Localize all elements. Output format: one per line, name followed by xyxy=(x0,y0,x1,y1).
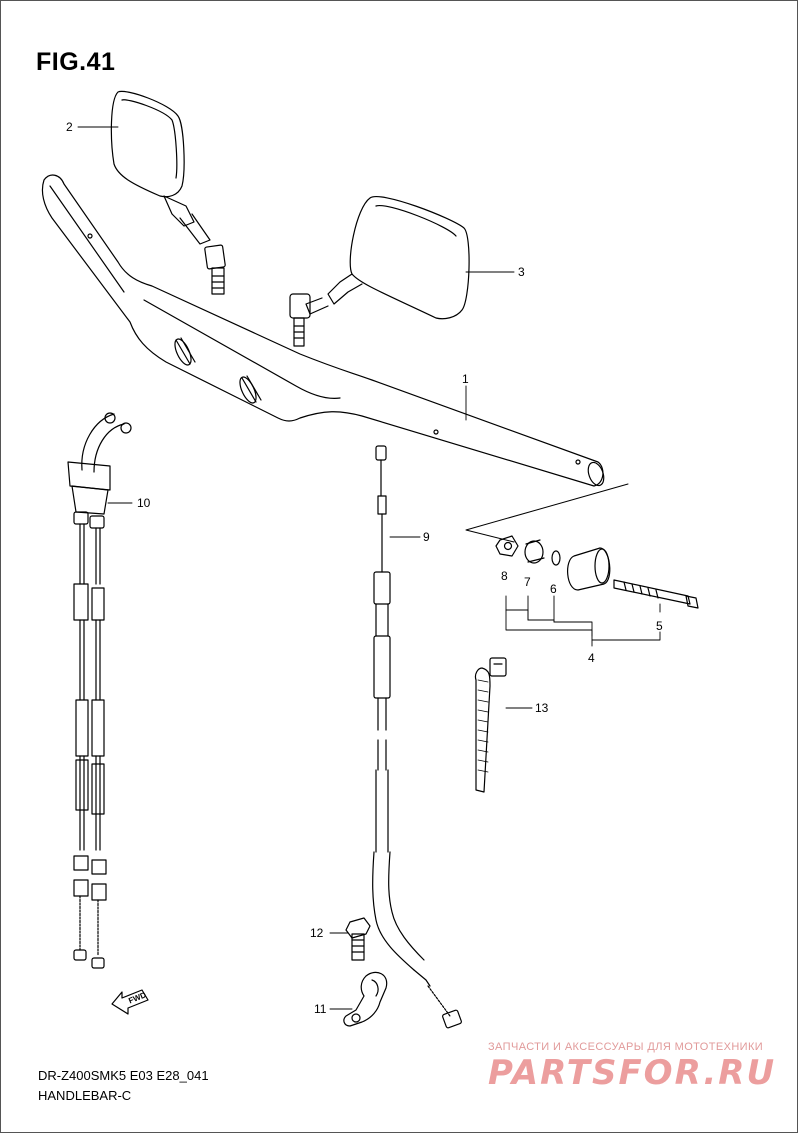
callout-13: 13 xyxy=(535,701,549,715)
callout-11: 11 xyxy=(314,1002,327,1016)
callout-1: 1 xyxy=(462,372,469,386)
model-code: DR-Z400SMK5 E03 E28_041 xyxy=(38,1068,209,1083)
figure-title: FIG.41 xyxy=(36,48,116,76)
callout-7: 7 xyxy=(524,575,531,589)
handlebar[interactable] xyxy=(41,174,606,488)
right-mirror[interactable] xyxy=(289,196,470,347)
throttle-cables[interactable] xyxy=(67,412,132,969)
left-mirror[interactable] xyxy=(110,90,226,295)
callout-8: 8 xyxy=(501,569,508,583)
watermark-tagline: ЗАПЧАСТИ И АКСЕССУАРЫ ДЛЯ МОТОТЕХНИКИ xyxy=(488,1041,764,1053)
watermark-logo: PARTSFOR.RU xyxy=(488,1053,777,1093)
callout-3: 3 xyxy=(518,265,525,279)
cable-tie[interactable] xyxy=(474,657,507,793)
callout-9: 9 xyxy=(423,530,430,544)
callout-12: 12 xyxy=(310,926,324,940)
callout-2: 2 xyxy=(66,120,73,134)
cable-clamp[interactable] xyxy=(343,971,388,1027)
callout-10: 10 xyxy=(137,496,151,510)
model-name: HANDLEBAR-C xyxy=(38,1088,132,1103)
callout-5: 5 xyxy=(656,619,663,633)
clamp-bolt[interactable] xyxy=(345,917,371,961)
callout-4: 4 xyxy=(588,651,595,665)
forward-direction-marker xyxy=(111,989,149,1015)
callout-6: 6 xyxy=(550,582,557,596)
leader-lines xyxy=(77,126,661,1010)
handlebar-balancer-assembly[interactable] xyxy=(465,483,699,609)
clutch-cable[interactable] xyxy=(372,445,462,1029)
